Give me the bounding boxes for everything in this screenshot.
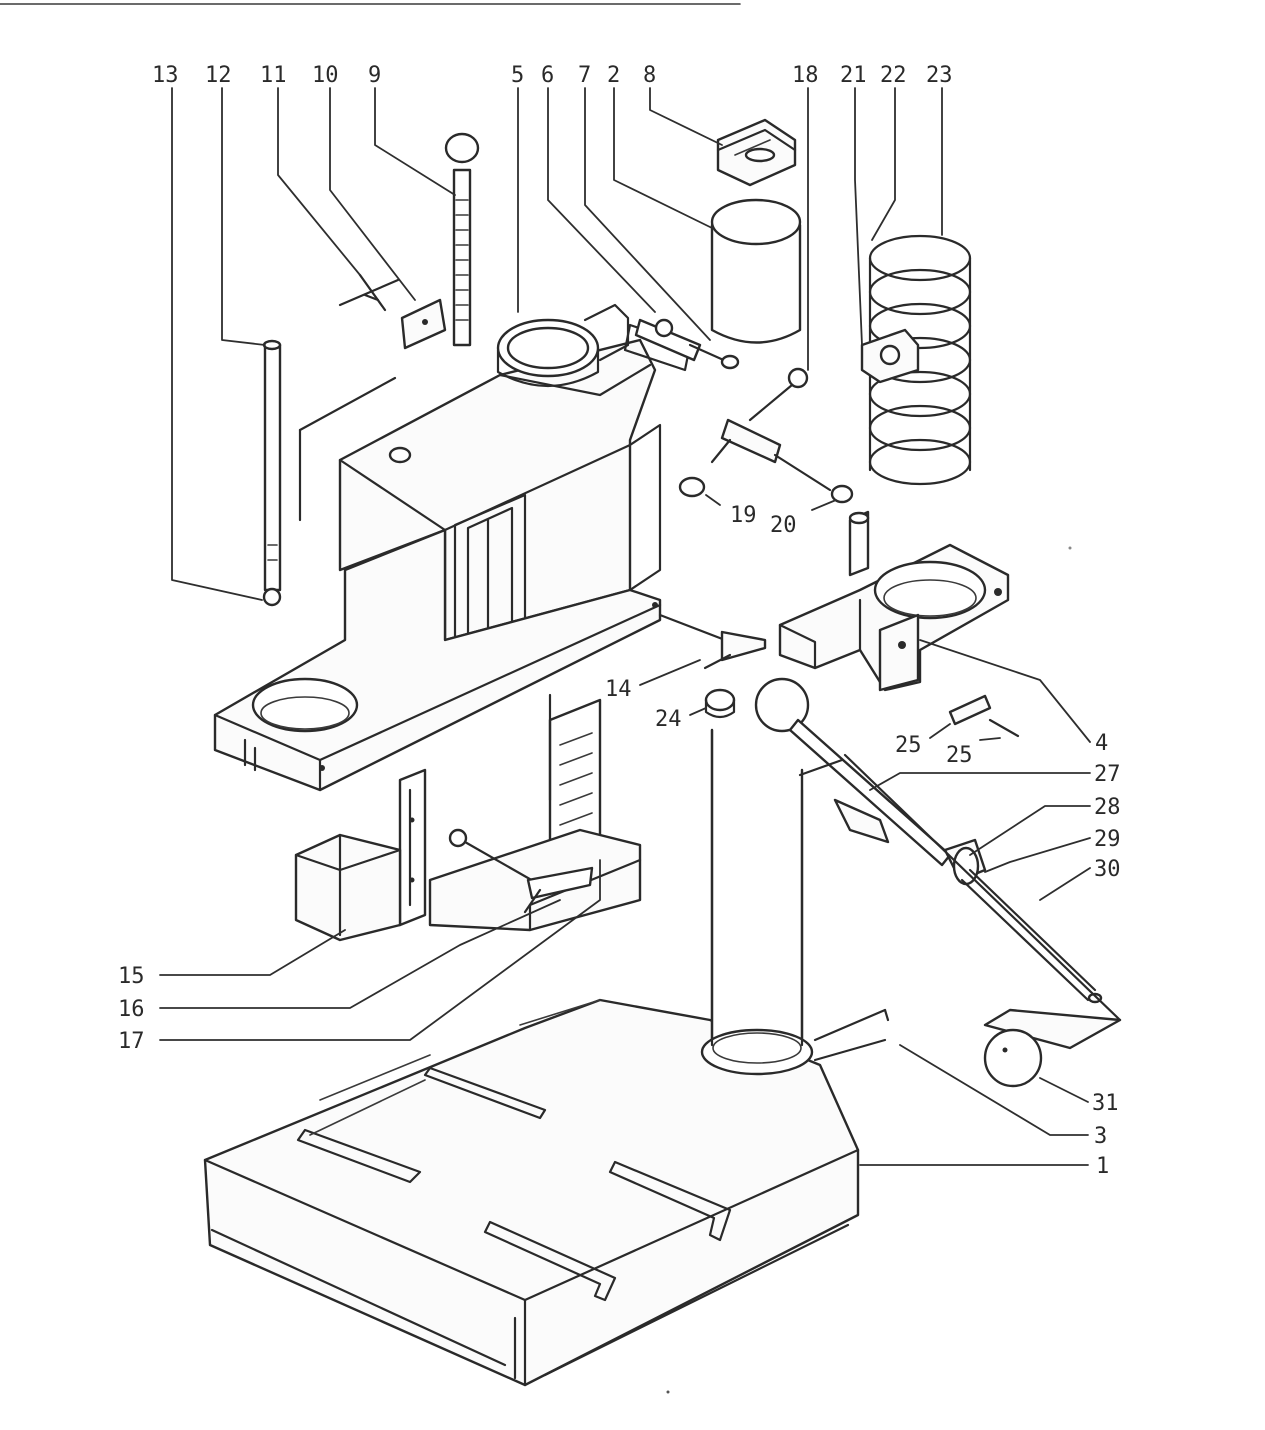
callout-12: 12 — [205, 63, 232, 88]
part-sleeve-2 — [710, 118, 802, 344]
part-bolt-9 — [444, 132, 480, 347]
callout-4: 4 — [1095, 731, 1108, 756]
callout-9: 9 — [368, 63, 381, 88]
callout-7: 7 — [578, 63, 591, 88]
callout-30: 30 — [1094, 857, 1121, 882]
callout-3: 3 — [1094, 1124, 1107, 1149]
leader-lines — [159, 87, 1091, 1166]
part-handle-27 — [754, 677, 1122, 1022]
callout-5: 5 — [511, 63, 524, 88]
part-bracket-10-11 — [338, 273, 447, 350]
part-rod-12 — [262, 339, 282, 607]
callout-24: 24 — [655, 707, 682, 732]
callout-22: 22 — [880, 63, 907, 88]
part-clamp-4 — [778, 510, 1010, 692]
callout-25b: 25 — [946, 743, 973, 768]
part-screws-6-7 — [634, 318, 740, 370]
callout-14: 14 — [605, 677, 632, 702]
callout-11: 11 — [260, 63, 287, 88]
callout-8: 8 — [643, 63, 656, 88]
callout-15: 15 — [118, 964, 145, 989]
callout-18: 18 — [792, 63, 819, 88]
callout-1: 1 — [1096, 1154, 1109, 1179]
callout-16: 16 — [118, 997, 145, 1022]
callout-2: 2 — [607, 63, 620, 88]
part-base — [203, 998, 860, 1387]
part-plate-31 — [983, 1008, 1122, 1088]
part-pin-18 — [678, 367, 854, 504]
callout-23: 23 — [926, 63, 953, 88]
callout-10: 10 — [312, 63, 339, 88]
scan-specks — [0, 3, 1072, 1394]
callout-27: 27 — [1094, 762, 1121, 787]
part-gauge-16 — [294, 693, 642, 942]
callout-6: 6 — [541, 63, 554, 88]
callout-19: 19 — [730, 503, 757, 528]
callout-29: 29 — [1094, 827, 1121, 852]
callout-20: 20 — [770, 513, 797, 538]
callout-21: 21 — [840, 63, 867, 88]
part-spring-23 — [860, 234, 972, 486]
part-pin-14 — [658, 613, 767, 719]
part-head-casting — [213, 303, 692, 792]
callout-31: 31 — [1092, 1091, 1119, 1116]
callout-13: 13 — [152, 63, 179, 88]
callout-labels: 13 12 11 10 9 5 6 7 2 8 18 21 22 23 19 2… — [118, 63, 1121, 1179]
callout-25a: 25 — [895, 733, 922, 758]
part-column — [700, 728, 890, 1076]
callout-28: 28 — [1094, 795, 1121, 820]
part-key-25 — [948, 694, 1020, 738]
callout-17: 17 — [118, 1029, 145, 1054]
